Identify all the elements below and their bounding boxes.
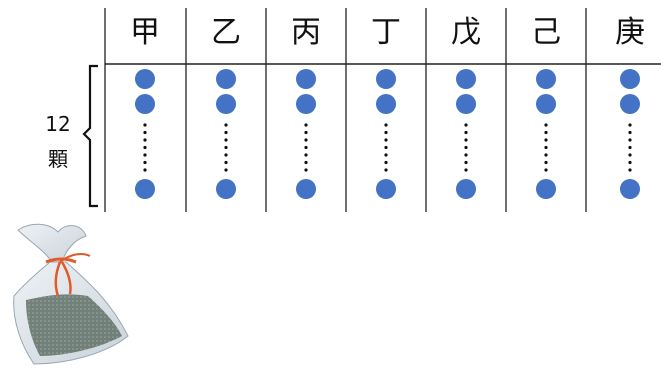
count-bracket	[82, 64, 98, 208]
ellipsis-dot	[143, 123, 147, 127]
ellipsis-dot	[384, 168, 388, 172]
bead-column	[376, 69, 396, 199]
ellipsis-dot	[464, 138, 468, 142]
ellipsis-dot	[628, 130, 632, 135]
ellipsis-dot	[143, 138, 147, 142]
column-header: 乙	[211, 15, 241, 50]
ellipsis-dot	[544, 153, 548, 157]
ellipsis-dot	[544, 123, 548, 127]
ellipsis-dot	[384, 130, 388, 135]
bead-dot	[620, 179, 640, 199]
bead-dot	[216, 94, 236, 114]
bead-column	[620, 69, 640, 199]
ellipsis-dot	[544, 160, 548, 165]
ellipsis-dot	[304, 168, 308, 172]
ellipsis-dot	[464, 168, 468, 172]
ellipsis-dot	[304, 138, 308, 142]
bead-column	[536, 69, 556, 199]
column-header: 丙	[291, 15, 321, 50]
ellipsis-dot	[224, 138, 228, 142]
ellipsis-dot	[304, 160, 308, 165]
ellipsis-dot	[464, 153, 468, 157]
ellipsis-dot	[384, 138, 388, 142]
ellipsis-dot	[304, 123, 308, 127]
count-unit: 顆	[48, 147, 68, 171]
ellipsis-dot	[224, 145, 228, 150]
bead-dot	[456, 69, 476, 89]
bead-dot	[296, 179, 316, 199]
column-header: 甲	[130, 15, 160, 50]
ellipsis-dot	[143, 153, 147, 157]
ellipsis-dot	[143, 168, 147, 172]
bead-column	[456, 69, 476, 199]
column-header: 丁	[371, 15, 401, 50]
ellipsis-dot	[628, 153, 632, 157]
column-headers: 甲乙丙丁戊己庚	[130, 15, 645, 50]
ellipsis-dot	[544, 130, 548, 135]
ellipsis-dot	[464, 123, 468, 127]
bead-column	[296, 69, 316, 199]
column-dividers	[104, 8, 587, 212]
ellipsis-dot	[304, 145, 308, 150]
mesh-bag-icon	[13, 223, 129, 365]
bead-dot	[376, 179, 396, 199]
bead-dot	[456, 179, 476, 199]
ellipsis-dot	[464, 160, 468, 165]
ellipsis-dot	[224, 130, 228, 135]
ellipsis-dot	[628, 123, 632, 127]
bead-dot	[296, 94, 316, 114]
ellipsis-dot	[143, 160, 147, 165]
bead-dot	[620, 69, 640, 89]
bead-dot	[135, 69, 155, 89]
bead-columns	[135, 69, 640, 199]
count-number: 12	[45, 112, 70, 136]
ellipsis-dot	[384, 153, 388, 157]
ellipsis-dot	[384, 160, 388, 165]
bead-dot	[135, 94, 155, 114]
ellipsis-dot	[464, 130, 468, 135]
ellipsis-dot	[143, 145, 147, 150]
ellipsis-dot	[224, 123, 228, 127]
ellipsis-dot	[224, 153, 228, 157]
bead-dot	[620, 94, 640, 114]
bead-dot	[216, 179, 236, 199]
ellipsis-dot	[628, 138, 632, 142]
bead-dot	[536, 69, 556, 89]
ellipsis-dot	[628, 160, 632, 165]
ellipsis-dot	[384, 145, 388, 150]
ellipsis-dot	[384, 123, 388, 127]
bead-dot	[296, 69, 316, 89]
ellipsis-dot	[224, 168, 228, 172]
bead-dot	[456, 94, 476, 114]
ellipsis-dot	[224, 160, 228, 165]
bead-dot	[536, 179, 556, 199]
column-header: 庚	[615, 15, 645, 50]
ellipsis-dot	[544, 168, 548, 172]
ellipsis-dot	[304, 153, 308, 157]
ellipsis-dot	[628, 168, 632, 172]
bead-dot	[376, 94, 396, 114]
bead-dot	[216, 69, 236, 89]
column-header: 己	[531, 15, 561, 50]
ellipsis-dot	[628, 145, 632, 150]
ellipsis-dot	[544, 138, 548, 142]
ellipsis-dot	[304, 130, 308, 135]
ellipsis-dot	[464, 145, 468, 150]
column-header: 戊	[451, 15, 481, 50]
bead-dot	[135, 179, 155, 199]
bead-dot	[376, 69, 396, 89]
bead-column	[216, 69, 236, 199]
ellipsis-dot	[544, 145, 548, 150]
bead-column	[135, 69, 155, 199]
bead-dot	[536, 94, 556, 114]
ellipsis-dot	[143, 130, 147, 135]
